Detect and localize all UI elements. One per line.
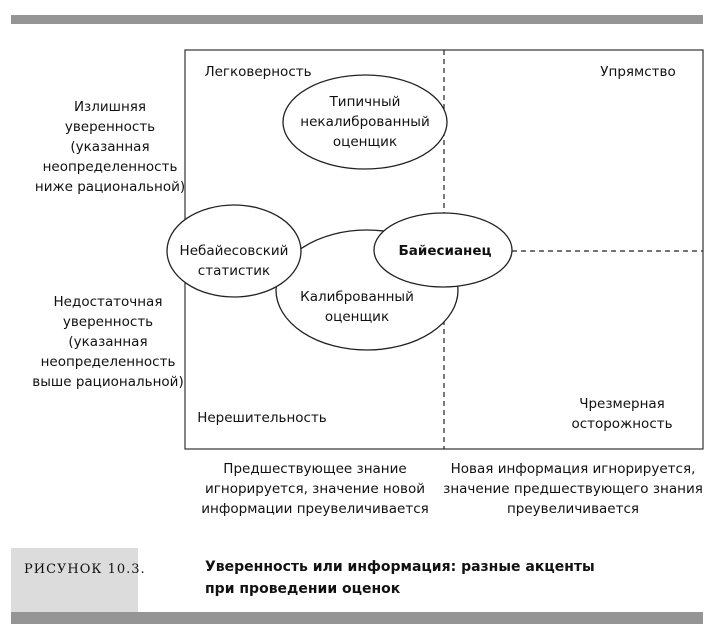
caption-label-box [11,548,138,612]
figure-number: РИСУНОК 10.3. [24,562,146,577]
quadrant-stubbornness: Упрямство [600,64,676,80]
bayesian-label: Байесианец [398,243,492,259]
quadrant-gullibility: Легковерность [204,64,312,80]
bottom-rule [11,612,703,624]
quadrant-indecision: Нерешительность [197,410,327,426]
non-bayesian-ellipse [166,204,302,298]
typical-ellipse [282,74,448,170]
top-rule [11,15,703,24]
bayesian-ellipse [373,212,513,288]
x-label-right: Новая информация игнорируется,значение п… [443,461,703,517]
figure-title: Уверенность или информация: разные акцен… [205,559,595,597]
